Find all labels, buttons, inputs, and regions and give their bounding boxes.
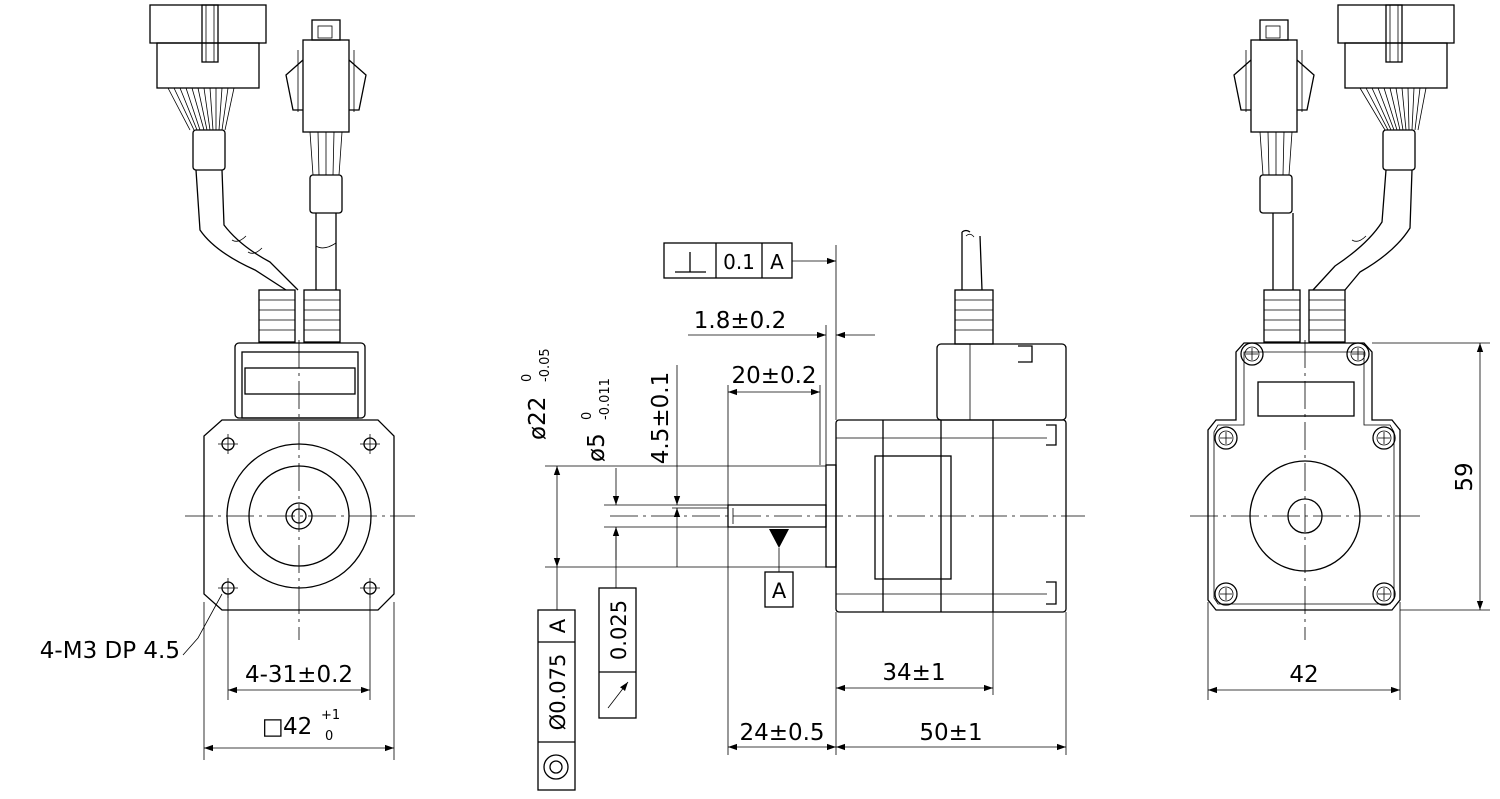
shaft-tol-upper: 0 <box>580 412 595 420</box>
datum-label: A <box>772 579 787 603</box>
partial-length-text: 34±1 <box>882 660 945 686</box>
side-cable <box>954 229 994 420</box>
rear-label-panel <box>1257 381 1355 417</box>
datum-triangle <box>769 529 789 548</box>
shaft-to-flange-text: 24±0.5 <box>739 720 824 746</box>
shaft-protrusion-text: 1.8±0.2 <box>694 308 786 334</box>
rear-connector-small <box>1233 19 1315 290</box>
runout-value: 0.025 <box>607 600 631 660</box>
front-connector-small <box>285 19 367 290</box>
rear-width-text: 42 <box>1289 662 1318 688</box>
concentricity-frame: A Ø0.075 <box>537 567 576 791</box>
hole-callout-leader <box>182 593 223 656</box>
concentricity-datum: A <box>546 618 570 633</box>
shaft-dia-text: ø5 <box>584 433 610 462</box>
body-length-text: 50±1 <box>919 720 982 746</box>
front-connector-large <box>149 4 299 291</box>
runout-frame: 0.025 <box>598 527 637 719</box>
concentricity-symbol-icon <box>543 754 569 780</box>
shaft-length-text: 20±0.2 <box>731 363 816 389</box>
perpendicularity-datum: A <box>770 250 784 274</box>
front-encoder-housing <box>234 342 366 419</box>
rear-view: 59 42 <box>1190 4 1490 700</box>
rear-connector-large <box>1312 4 1455 291</box>
hole-spacing-text: 4-31±0.2 <box>245 662 353 688</box>
concentricity-value: Ø0.075 <box>546 654 570 731</box>
rear-screws <box>1214 342 1396 606</box>
perpendicularity-value: 0.1 <box>723 250 755 274</box>
pilot-tol-upper: 0 <box>520 374 535 382</box>
flat-depth-text: 4.5±0.1 <box>648 372 674 464</box>
runout-arrow-icon <box>607 681 629 709</box>
flange-tol-lower: 0 <box>325 729 333 744</box>
side-view: A 0.1 A 1.8±0.2 20±0.2 4.5±0.1 ø5 0 <box>520 229 1085 791</box>
pilot-tol-lower: -0.05 <box>538 348 553 382</box>
rear-height-text: 59 <box>1452 462 1478 491</box>
front-view: 4-M3 DP 4.5 4-31±0.2 □ 42 +1 0 <box>40 4 415 760</box>
hole-callout-text: 4-M3 DP 4.5 <box>40 638 180 664</box>
datum-box <box>764 571 794 608</box>
perpendicular-symbol-icon <box>675 252 706 273</box>
flange-square-symbol: □ <box>262 714 284 740</box>
rear-strain-reliefs <box>1263 289 1346 343</box>
flange-tol-upper: +1 <box>321 708 340 723</box>
perpendicularity-frame: 0.1 A <box>663 242 836 279</box>
front-strain-reliefs <box>258 289 341 343</box>
front-flange <box>203 419 395 611</box>
shaft-tol-lower: -0.011 <box>598 378 613 420</box>
pilot-dia-text: ø22 <box>525 397 551 440</box>
flange-size-text: 42 <box>283 714 312 740</box>
rear-housing-outline <box>1207 342 1401 611</box>
